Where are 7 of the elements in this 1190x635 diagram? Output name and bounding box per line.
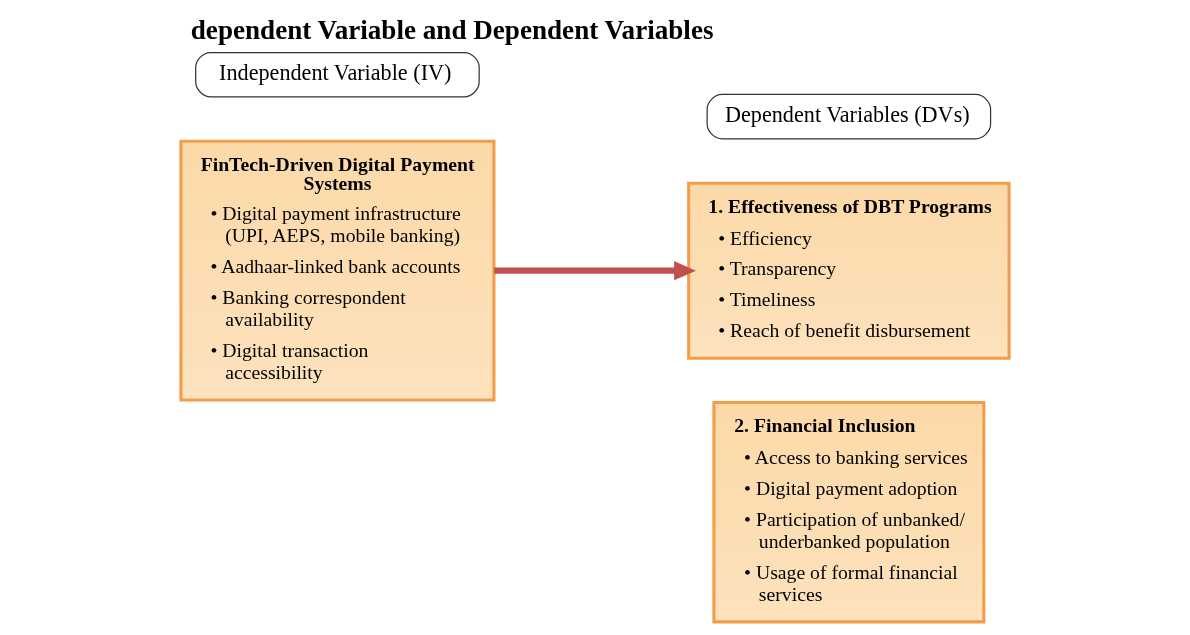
node-box: 2. Financial Inclusion • Access to banking services • Digital payment adoption • Participation of unbanked/ underbanked population • Usage of formal financial services bbox=[712, 401, 986, 624]
node-box: FinTech-Driven Digital Payment Systems • Digital payment infrastructure (UPI, AEPS, mobile banking) • Aadhaar-linked bank accounts • Banking correspondent availability • Digital transaction accessibility bbox=[179, 139, 496, 402]
arrow bbox=[494, 261, 696, 281]
node-box: Independent Variable (IV) bbox=[195, 51, 480, 98]
node-box: 1. Effectiveness of DBT Programs • Efficiency • Transparency • Timeliness • Reach of benefit disbursement bbox=[687, 181, 1011, 360]
diagram-title: dependent Variable and Dependent Variables bbox=[190, 14, 714, 45]
node-box: Dependent Variables (DVs) bbox=[706, 93, 992, 140]
